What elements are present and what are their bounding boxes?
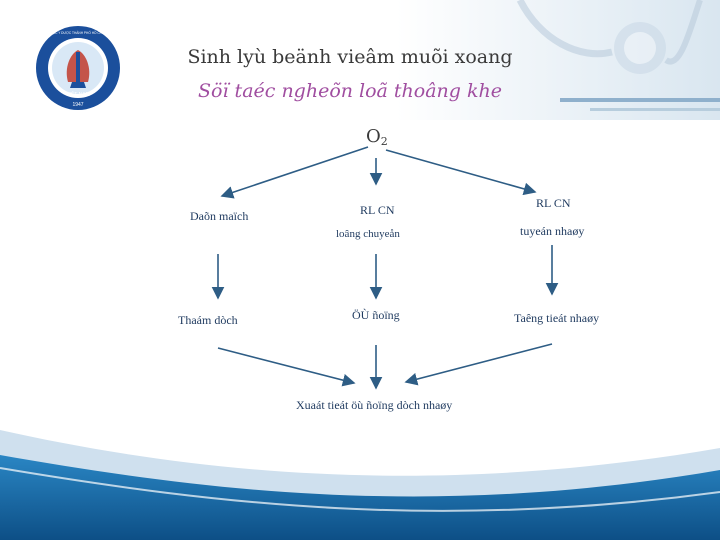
node-tuyen-nhay: tuyeán nhaøy [520,224,585,238]
arrow-tang-tiet-to-xuat-tiet [404,343,553,386]
node-tham-dich: Thaám dòch [178,313,238,327]
arrow-o2-to-dan-mach [220,146,369,199]
stethoscope-icon [516,0,703,74]
arrow-o2-to-rl-cn-tuyen [385,149,537,196]
logo-country-text: VIỆT NAM [66,90,90,98]
slide-subtitle: Söï taéc ngheõn loã thoâng khe [197,80,502,102]
slide-title: Sinh lyù beänh vieâm muõi xoang [187,46,513,68]
node-xuat-tiet: Xuaát tieát öù ñoïng dòch nhaøy [296,398,453,412]
node-o2-subscript: 2 [380,135,388,148]
arrow-tham-dich-to-xuat-tiet [217,347,356,387]
node-o2-label: O [366,126,381,147]
node-rl-cn-2: RL CN [536,196,571,210]
node-tang-tiet: Taêng tieát nhaøy [514,311,600,325]
node-long-chuyen: loâng chuyeån [336,228,400,240]
university-logo: VIỆT NAM 1947 ĐẠI HỌC Y DƯỢC THÀNH PHỐ H… [36,26,120,110]
node-u-dong: ÖÙ ñoïng [352,308,400,322]
node-o2: O2 [366,126,388,148]
logo-year-text: 1947 [72,102,83,108]
node-rl-cn-1: RL CN [360,203,395,217]
node-dan-mach: Daõn maïch [190,209,249,223]
logo-top-text: ĐẠI HỌC Y DƯỢC THÀNH PHỐ HỒ CHÍ MINH [44,30,112,35]
